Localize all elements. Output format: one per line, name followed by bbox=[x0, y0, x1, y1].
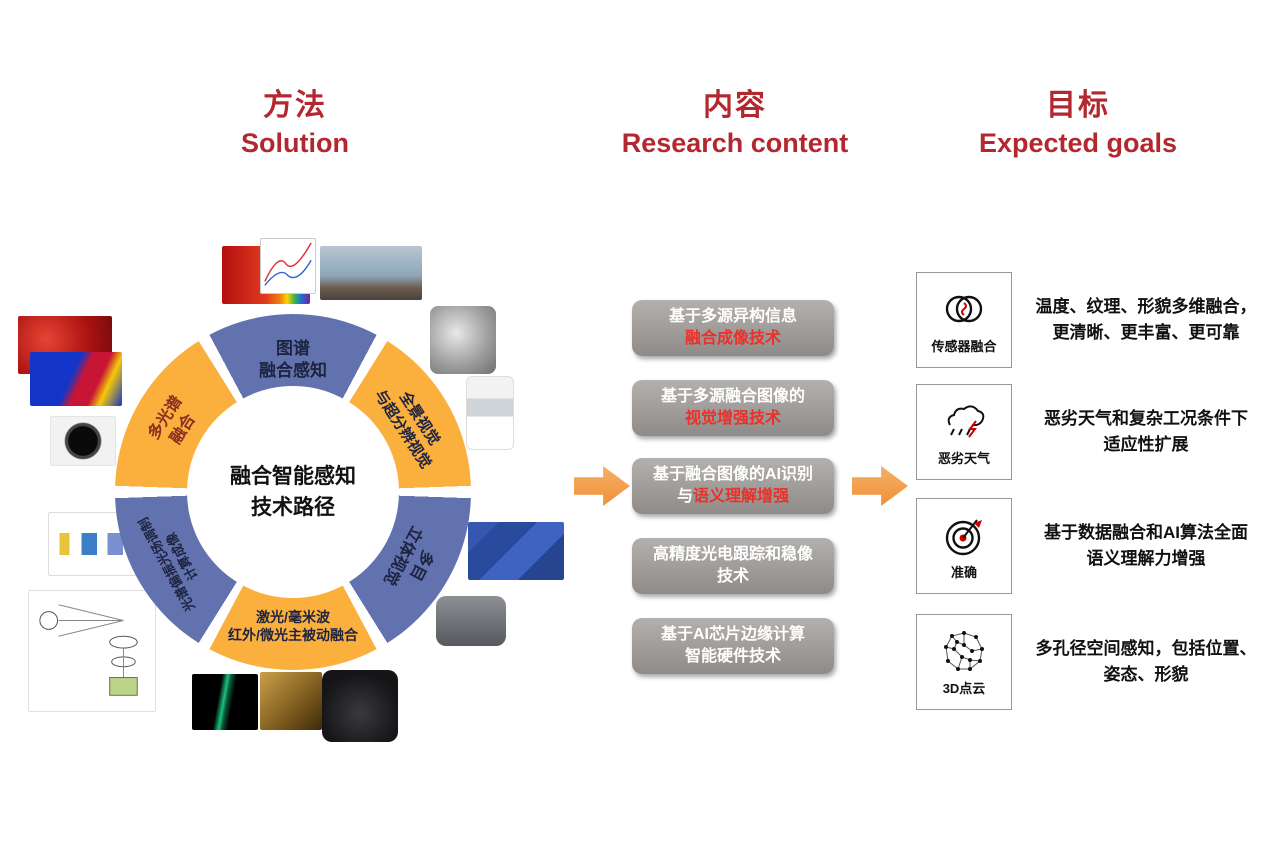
goal-label: 准确 bbox=[950, 565, 977, 580]
research-line: 基于AI芯片边缘计算 bbox=[660, 625, 805, 643]
venn-circles-icon bbox=[940, 285, 988, 333]
research-line: 基于多源异构信息 bbox=[668, 307, 797, 325]
goal-desc-line: 适应性扩展 bbox=[1103, 435, 1189, 455]
research-line: 智能硬件技术 bbox=[684, 648, 781, 665]
panorama-street-image bbox=[320, 246, 422, 300]
research-item-edge-hardware: 基于AI芯片边缘计算 智能硬件技术 bbox=[632, 618, 834, 674]
research-item-ai-recognition: 基于融合图像的AI识别 与语义理解增强 bbox=[632, 458, 834, 514]
fruit-thermal-image bbox=[30, 352, 122, 406]
goal-desc-bad-weather: 恶劣天气和复杂工况条件下 适应性扩展 bbox=[1030, 406, 1262, 459]
goal-box-accuracy: 准确 bbox=[916, 498, 1012, 594]
wheel-center-line1: 融合智能感知 bbox=[230, 464, 356, 488]
goal-desc-line: 更清晰、更丰富、更可靠 bbox=[1052, 323, 1240, 343]
segment-text: 红外/微光主被动融合 bbox=[228, 627, 358, 643]
arrow-solution-to-content-icon bbox=[574, 466, 630, 506]
research-item-fusion-imaging: 基于多源异构信息 融合成像技术 bbox=[632, 300, 834, 356]
wheel-segment-label-spectral-fusion: 图谱 融合感知 bbox=[259, 338, 327, 382]
infrared-scene-image bbox=[260, 672, 322, 730]
goal-box-3d-point-cloud: 3D点云 bbox=[916, 614, 1012, 710]
target-icon bbox=[940, 511, 988, 559]
stacked-blocks-image bbox=[468, 522, 564, 580]
research-line-highlight: 语义理解增强 bbox=[693, 488, 790, 505]
segment-text: 融合感知 bbox=[259, 361, 327, 380]
goal-desc-line: 恶劣天气和复杂工况条件下 bbox=[1044, 409, 1248, 428]
bad-weather-icon bbox=[940, 397, 988, 445]
spectrum-chart-lines bbox=[264, 242, 312, 286]
header-research-content: 内容 Research content bbox=[595, 80, 875, 159]
goal-desc-accuracy: 基于数据融合和AI算法全面 语义理解力增强 bbox=[1030, 520, 1262, 573]
stereo-camera-image bbox=[436, 596, 506, 646]
goal-box-bad-weather: 恶劣天气 bbox=[916, 384, 1012, 480]
point-cloud-icon bbox=[940, 627, 988, 675]
goal-desc-line: 姿态、形貌 bbox=[1103, 665, 1189, 685]
ptz-camera-image bbox=[466, 376, 514, 450]
spectrum-chart-image bbox=[260, 238, 316, 294]
research-line: 高精度光电跟踪和稳像 bbox=[652, 545, 813, 563]
header-solution-zh: 方法 bbox=[263, 89, 327, 122]
arrow-content-to-goals-icon bbox=[852, 466, 908, 506]
goal-label: 恶劣天气 bbox=[937, 451, 990, 466]
header-goals-zh: 目标 bbox=[1046, 89, 1110, 122]
wheel-center-line2: 技术路径 bbox=[251, 496, 335, 519]
goal-desc-line: 基于数据融合和AI算法全面 bbox=[1044, 523, 1248, 542]
goal-desc-line: 温度、纹理、形貌多维融合， bbox=[1035, 297, 1257, 316]
optics-module-detail bbox=[49, 532, 135, 556]
research-line: 基于多源融合图像的 bbox=[660, 387, 805, 405]
research-item-tracking-stabilization: 高精度光电跟踪和稳像 技术 bbox=[632, 538, 834, 594]
multi-camera-array-image bbox=[430, 306, 496, 374]
header-goals-en: Expected goals bbox=[978, 128, 1178, 158]
wheel-center: 融合智能感知 技术路径 bbox=[187, 386, 399, 598]
segment-text: 激光/毫米波 bbox=[256, 608, 330, 625]
goal-box-sensor-fusion: 传感器融合 bbox=[916, 272, 1012, 368]
lens-module-image bbox=[50, 416, 116, 466]
goal-label: 传感器融合 bbox=[931, 339, 997, 354]
header-content-en: Research content bbox=[621, 128, 849, 158]
header-expected-goals: 目标 Expected goals bbox=[938, 80, 1218, 159]
goal-desc-line: 多孔径空间感知，包括位置、 bbox=[1035, 639, 1257, 658]
research-line-highlight: 视觉增强技术 bbox=[684, 410, 781, 427]
thermal-ship-image bbox=[192, 674, 258, 730]
research-item-visual-enhancement: 基于多源融合图像的 视觉增强技术 bbox=[632, 380, 834, 436]
wheel-segment-label-active-passive-fusion: 激光/毫米波 红外/微光主被动融合 bbox=[228, 608, 358, 644]
optical-path-lines bbox=[39, 604, 138, 696]
segment-text: 图谱 bbox=[276, 338, 310, 358]
research-line: 基于融合图像的AI识别 bbox=[652, 465, 813, 483]
research-line-prefix: 与 bbox=[676, 488, 693, 505]
gimbal-camera-image bbox=[322, 670, 398, 742]
optical-path-diagram-image bbox=[28, 590, 156, 712]
research-line-mixed: 与语义理解增强 bbox=[632, 486, 834, 508]
header-solution: 方法 Solution bbox=[165, 80, 425, 159]
research-line: 技术 bbox=[716, 568, 749, 585]
header-solution-en: Solution bbox=[241, 128, 349, 158]
goal-label: 3D点云 bbox=[942, 681, 986, 696]
goal-desc-3d-point-cloud: 多孔径空间感知，包括位置、 姿态、形貌 bbox=[1030, 636, 1262, 689]
goal-desc-line: 语义理解力增强 bbox=[1086, 549, 1206, 569]
goal-desc-sensor-fusion: 温度、纹理、形貌多维融合， 更清晰、更丰富、更可靠 bbox=[1030, 294, 1262, 347]
research-line-highlight: 融合成像技术 bbox=[684, 330, 781, 347]
header-content-zh: 内容 bbox=[703, 89, 767, 122]
solution-wheel: 图谱 融合感知 全景视觉 与超分辨视觉 多目 立体视觉 激光/毫米波 红外/微光… bbox=[115, 314, 471, 670]
